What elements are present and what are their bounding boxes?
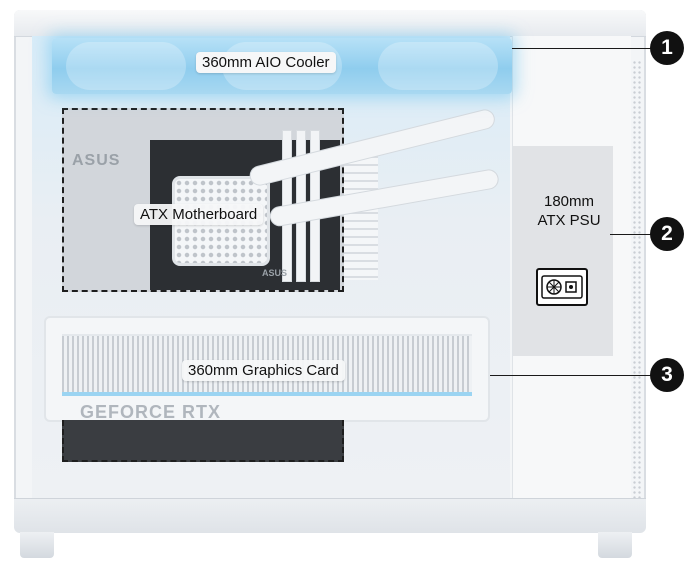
psu-panel <box>513 146 613 356</box>
graphics-card-light-strip <box>62 392 472 396</box>
radiator-fan <box>66 42 186 90</box>
case-foot-left <box>20 532 54 558</box>
board-brand-text: ASUS <box>72 152 121 169</box>
aio-cooler-label: 360mm AIO Cooler <box>196 52 336 73</box>
callout-badge-3: 3 <box>650 358 684 392</box>
motherboard-label: ATX Motherboard <box>134 204 264 225</box>
gpu-brand-text: GEFORCE RTX <box>80 402 222 422</box>
psu-label: 180mm ATX PSU <box>537 193 601 229</box>
case-foot-right <box>598 532 632 558</box>
callout-line-1 <box>512 48 652 49</box>
callout-badge-2: 2 <box>650 217 684 251</box>
case-bottom-rail <box>14 498 646 533</box>
callout-line-3 <box>490 375 652 376</box>
cable-bundle <box>344 150 378 280</box>
case-top-rail <box>14 10 646 37</box>
callout-badge-1: 1 <box>650 31 684 65</box>
graphics-card-label: 360mm Graphics Card <box>182 360 345 381</box>
radiator-fan <box>378 42 498 90</box>
side-vent-strip <box>632 60 642 500</box>
power-supply-icon <box>536 268 588 306</box>
callout-line-2 <box>610 234 652 235</box>
board-brand-text-small: ASUS <box>262 268 288 278</box>
motherboard-outline-lower <box>62 420 344 462</box>
